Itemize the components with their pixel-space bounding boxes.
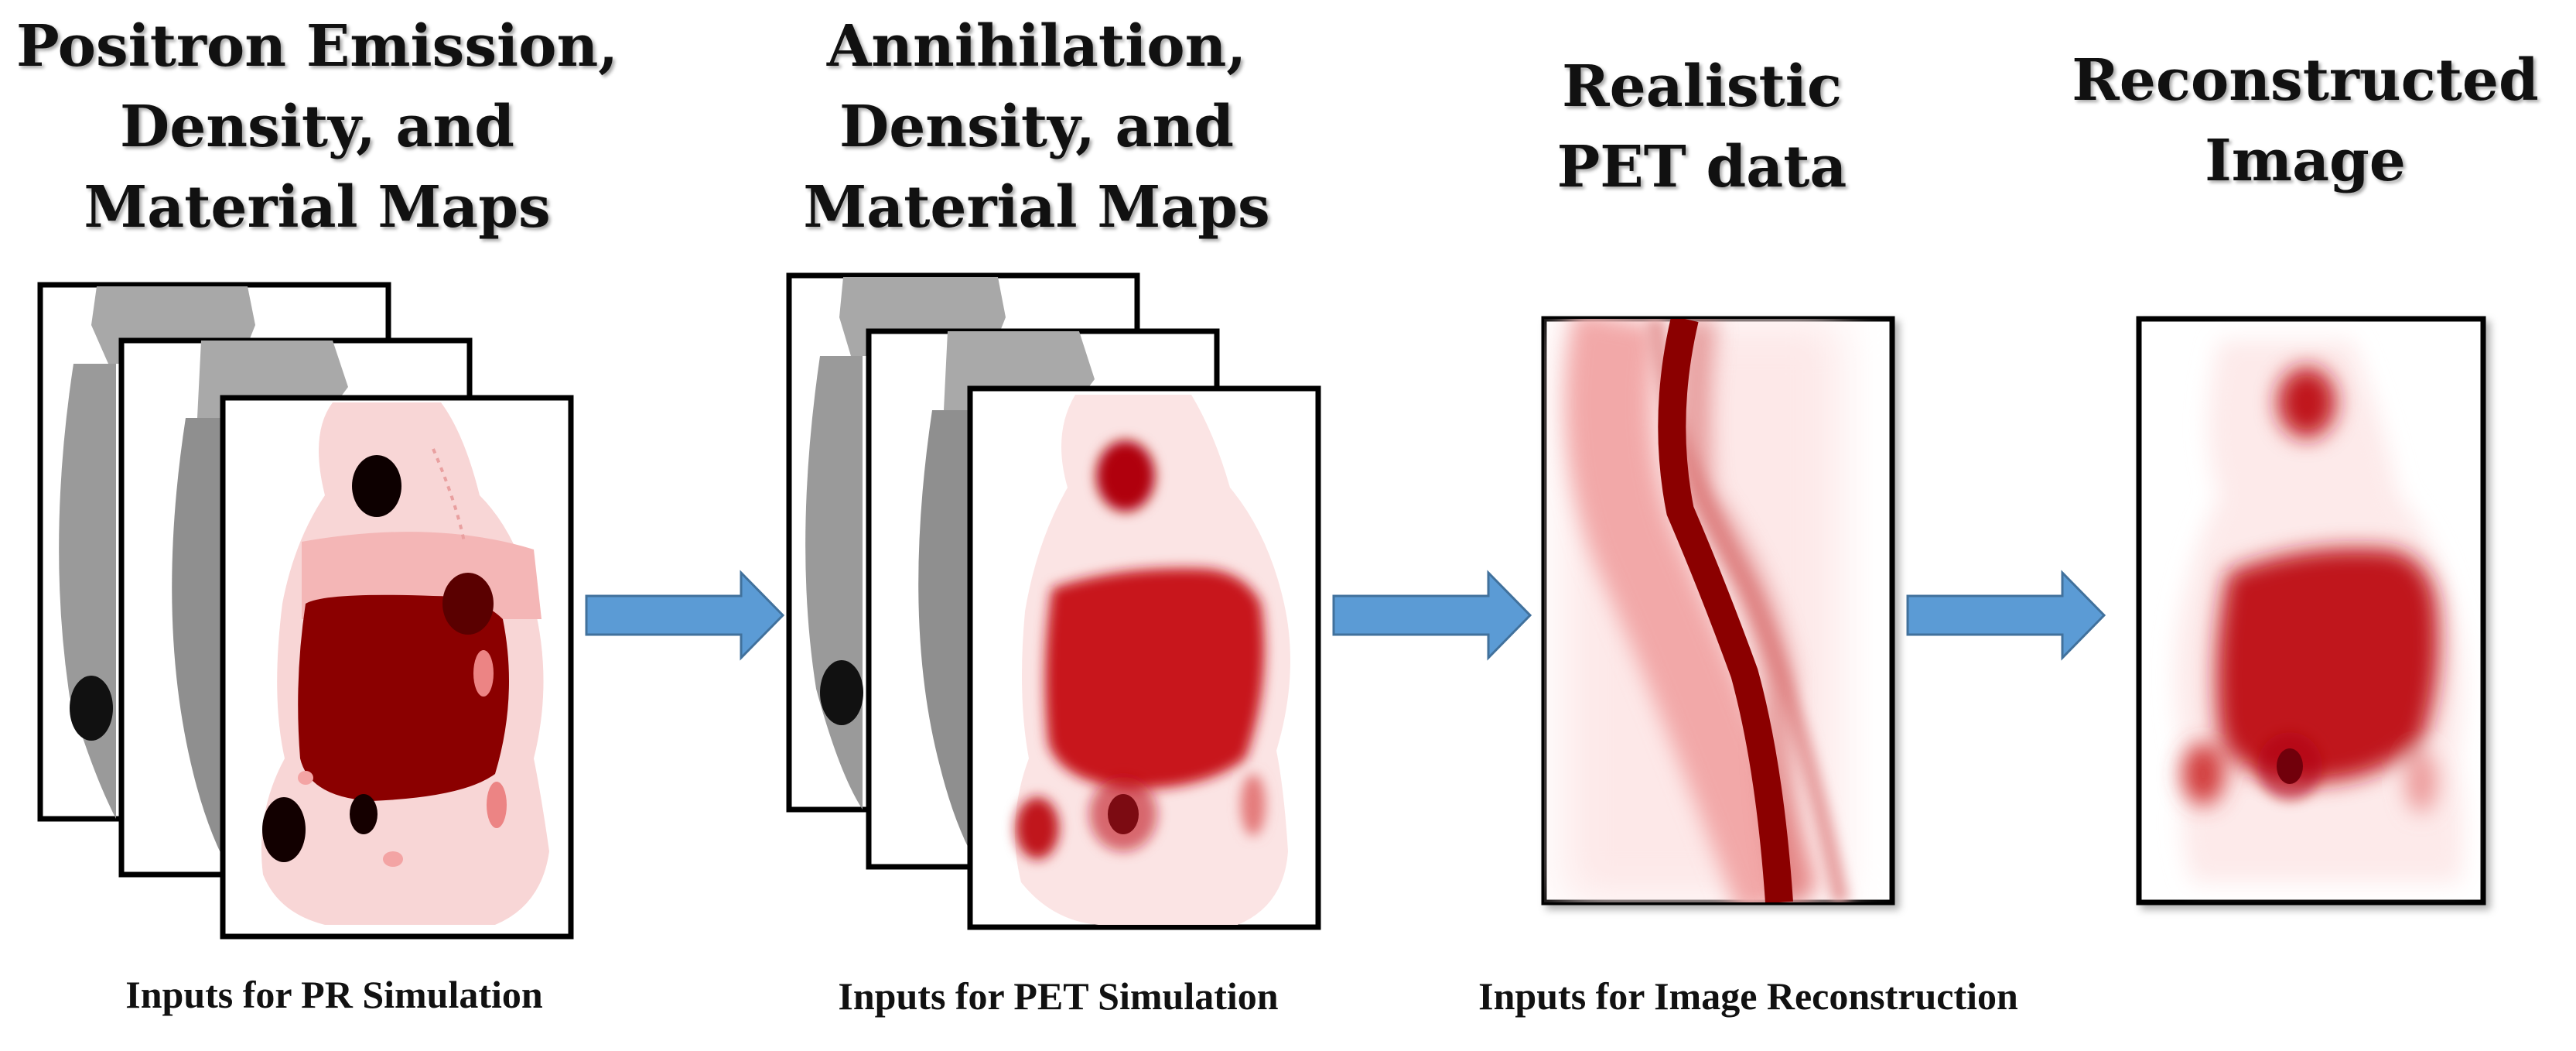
title-line: Image xyxy=(2205,128,2406,194)
title-line: Material Maps xyxy=(803,174,1270,241)
arrow-right-icon xyxy=(585,570,785,661)
positron-emission-map-card xyxy=(220,395,574,940)
title-line: Material Maps xyxy=(84,174,551,241)
title-line: Annihilation, xyxy=(826,13,1247,80)
stage2-map-stack xyxy=(786,272,1321,930)
stage-title-annihilation: Annihilation, Density, and Material Maps xyxy=(743,6,1331,248)
title-line: Reconstructed xyxy=(2072,47,2539,114)
reconstructed-image-card xyxy=(2136,316,2486,906)
title-line: Density, and xyxy=(120,94,514,160)
arrow-right-icon xyxy=(1332,570,1532,661)
caption-pr-simulation: Inputs for PR Simulation xyxy=(125,973,543,1016)
pet-data-sinogram-card xyxy=(1541,316,1895,906)
arrow-right-icon xyxy=(1906,570,2106,661)
annihilation-map-card xyxy=(967,385,1321,930)
title-line: Realistic xyxy=(1562,53,1842,120)
stage-title-realistic-pet-data: Realistic PET data xyxy=(1470,46,1934,207)
stage1-map-stack xyxy=(37,282,574,940)
title-line: Positron Emission, xyxy=(15,13,619,80)
stage-title-reconstructed-image: Reconstructed Image xyxy=(2050,40,2561,201)
caption-image-reconstruction: Inputs for Image Reconstruction xyxy=(1478,974,2018,1018)
title-line: Density, and xyxy=(839,94,1234,160)
title-line: PET data xyxy=(1556,134,1847,200)
stage-title-positron-emission: Positron Emission, Density, and Material… xyxy=(8,6,627,248)
caption-pet-simulation: Inputs for PET Simulation xyxy=(838,974,1279,1018)
